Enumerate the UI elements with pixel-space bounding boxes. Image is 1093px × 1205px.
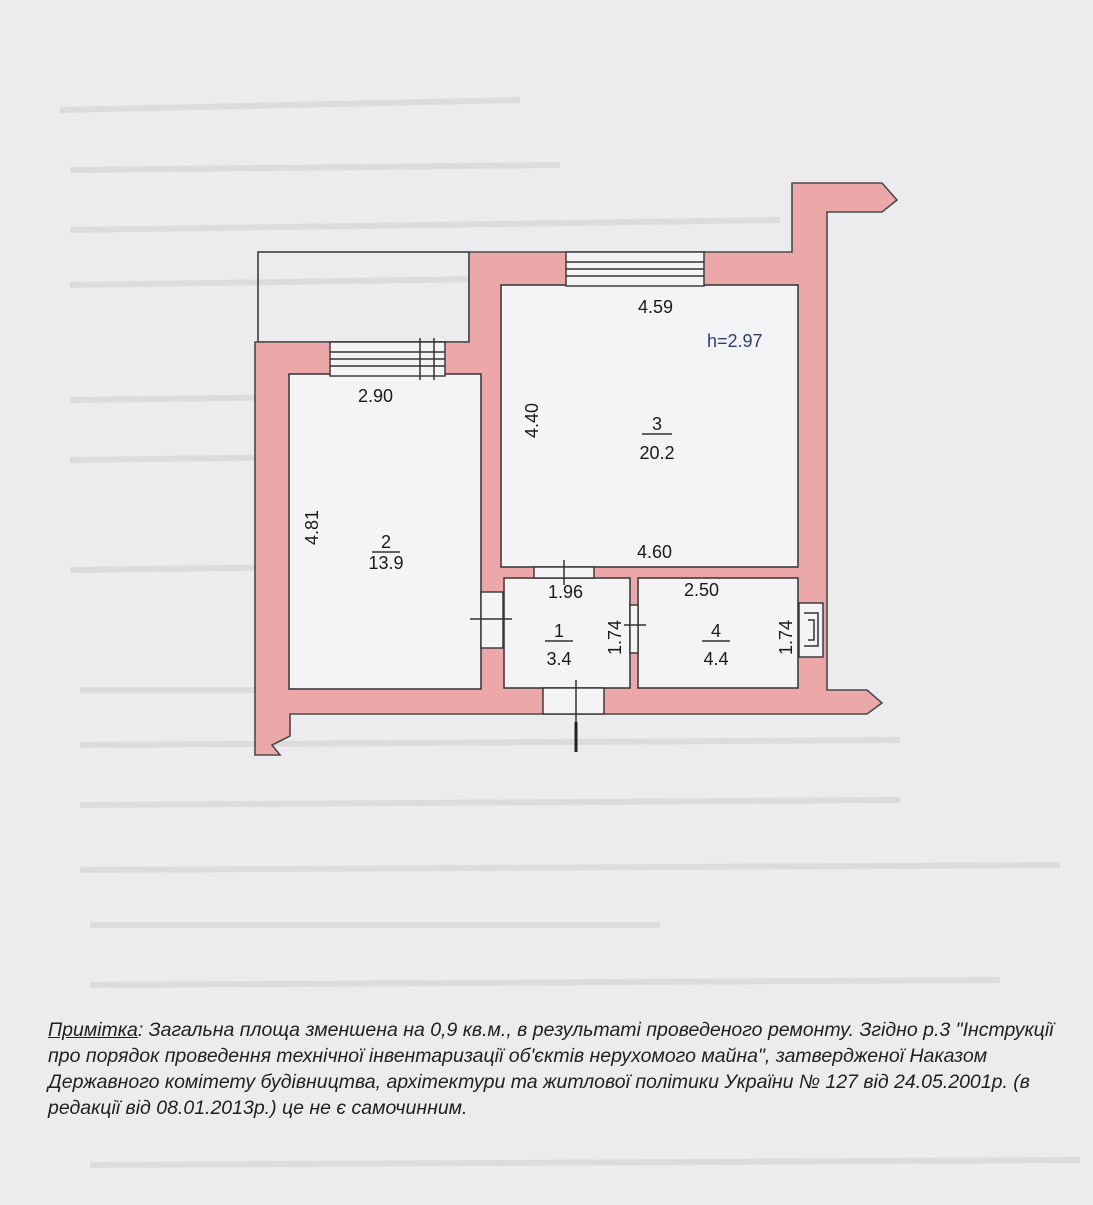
room-area: 13.9 <box>368 553 403 573</box>
dim-room1-width: 1.96 <box>548 582 583 602</box>
room-label-1: 1 3.4 <box>545 621 573 669</box>
room-number: 2 <box>381 532 391 552</box>
door-room-3 <box>533 560 595 585</box>
dim-room4-length: 1.74 <box>776 620 796 655</box>
room-number: 4 <box>711 621 721 641</box>
room-number: 1 <box>554 621 564 641</box>
room-area: 3.4 <box>546 649 571 669</box>
window-room-3 <box>565 251 705 287</box>
dim-room1-length: 1.74 <box>605 620 625 655</box>
door-room-2 <box>470 591 512 649</box>
note-text: : Загальна площа зменшена на 0,9 кв.м., … <box>48 1019 1054 1119</box>
balcony-outline <box>257 251 470 343</box>
room-4 <box>637 577 799 689</box>
window-room-2 <box>329 338 446 380</box>
door-room-4 <box>624 604 646 654</box>
dim-room3-bottom-width: 4.60 <box>637 542 672 562</box>
entrance-door <box>542 680 605 752</box>
dim-room2-length: 4.81 <box>302 510 322 545</box>
room-label-3: 3 20.2 <box>639 414 674 463</box>
dim-room3-top-width: 4.59 <box>638 297 673 317</box>
dim-room4-width: 2.50 <box>684 580 719 600</box>
room-2 <box>288 373 482 690</box>
paper-background-lines <box>59 97 1081 1168</box>
room-label-4: 4 4.4 <box>702 621 730 669</box>
room-area: 4.4 <box>703 649 728 669</box>
room-area: 20.2 <box>639 443 674 463</box>
dim-room3-length: 4.40 <box>522 403 542 438</box>
room-3 <box>500 284 799 568</box>
dim-room2-width: 2.90 <box>358 386 393 406</box>
ceiling-height: h=2.97 <box>707 331 763 351</box>
ventilation-duct-icon <box>798 602 824 658</box>
room-number: 3 <box>652 414 662 434</box>
room-label-2: 2 13.9 <box>368 532 403 573</box>
note-heading: Примітка <box>48 1019 138 1041</box>
note-paragraph: Примітка: Загальна площа зменшена на 0,9… <box>48 1017 1078 1121</box>
